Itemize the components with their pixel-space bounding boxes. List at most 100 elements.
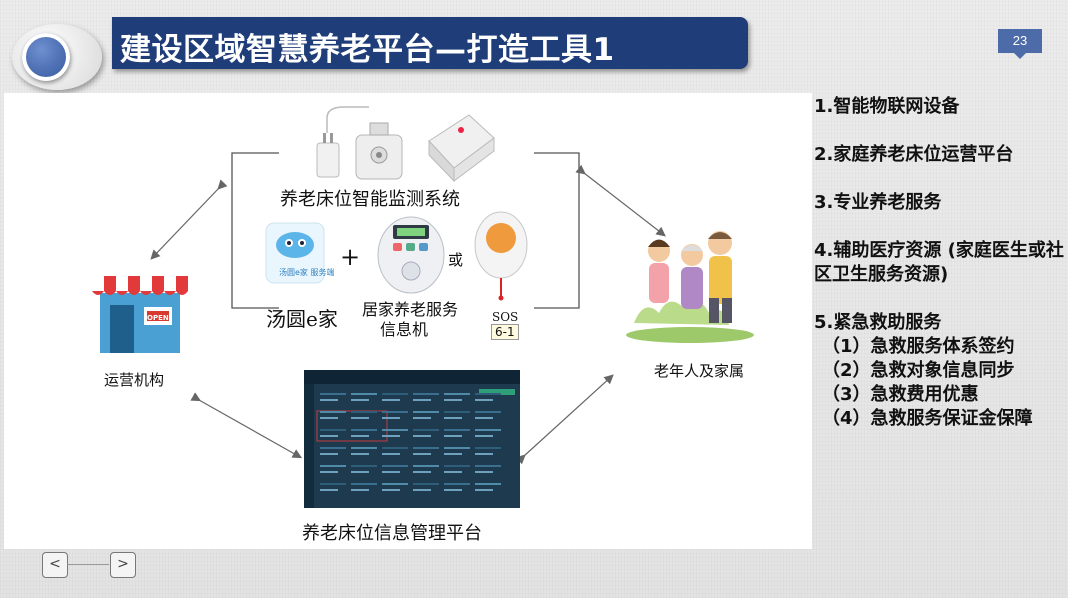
dashboard-cell xyxy=(444,489,462,491)
prev-slide-button[interactable]: < xyxy=(42,552,68,578)
dashboard-cell xyxy=(413,489,431,491)
left-bracket-line xyxy=(231,152,279,309)
dashboard-cell xyxy=(320,393,346,395)
gateway-device-icon xyxy=(428,114,495,183)
sos-text: SOS xyxy=(492,310,519,324)
chevron-right-icon: > xyxy=(117,556,129,572)
dashboard-cell xyxy=(382,471,400,473)
dashboard-cell xyxy=(413,453,431,455)
sos-tag: 6-1 xyxy=(491,324,519,340)
dashboard-cell xyxy=(382,489,400,491)
device-label-line2: 信息机 xyxy=(380,320,429,339)
dashboard-cell xyxy=(444,447,470,449)
monitoring-system-label: 养老床位智能监测系统 xyxy=(274,185,466,211)
list-subitem: （2）急救对象信息同步 xyxy=(822,360,1015,381)
dashboard-cell xyxy=(413,417,431,419)
page-number-badge: 23 xyxy=(998,29,1042,59)
list-subitem: （3）急救费用优惠 xyxy=(822,384,979,405)
list-subitem: （1）急救服务体系签约 xyxy=(822,336,1015,357)
list-item: 4.辅助医疗资源 (家庭医生或社区卫生服务资源) xyxy=(814,240,1064,285)
dashboard-cell xyxy=(413,399,431,401)
title-bar xyxy=(112,17,748,69)
dashboard-cell xyxy=(475,471,493,473)
dashboard-cell xyxy=(413,483,439,485)
dashboard-cell xyxy=(351,465,377,467)
management-dashboard xyxy=(304,370,520,508)
dashboard-cell xyxy=(413,471,431,473)
dashboard-cell xyxy=(444,393,470,395)
dashboard-cell xyxy=(475,399,493,401)
dashboard-cell xyxy=(475,417,493,419)
chevron-left-icon: < xyxy=(49,556,61,572)
dashboard-cell xyxy=(382,411,408,413)
dashboard-cell xyxy=(413,465,439,467)
dashboard-cell xyxy=(444,399,462,401)
dashboard-cell xyxy=(320,453,338,455)
dashboard-cell xyxy=(320,489,338,491)
arrow-operator-platform xyxy=(190,392,303,459)
dashboard-cell xyxy=(413,393,439,395)
dashboard-cell xyxy=(382,447,408,449)
dashboard-cell xyxy=(444,435,462,437)
dashboard-cell xyxy=(475,435,493,437)
next-slide-button[interactable]: > xyxy=(110,552,136,578)
dashboard-cell xyxy=(444,465,470,467)
arrow-monitor-operator xyxy=(150,179,228,260)
dashboard-cell xyxy=(382,483,408,485)
app-label: 汤圆e家 xyxy=(266,307,338,331)
dashboard-cell xyxy=(475,489,493,491)
dashboard-cell xyxy=(351,417,369,419)
dashboard-cell xyxy=(475,465,501,467)
dashboard-cell xyxy=(475,483,501,485)
dashboard-cell xyxy=(320,483,346,485)
feature-list: 1.智能物联网设备 2.家庭养老床位运营平台 3.专业养老服务 4.辅助医疗资源… xyxy=(814,95,1068,431)
sensor-device-icon xyxy=(355,122,403,180)
dashboard-cell xyxy=(382,453,400,455)
dashboard-cell xyxy=(320,471,338,473)
dashboard-cell xyxy=(351,489,369,491)
dashboard-cell xyxy=(475,429,501,431)
dashboard-cell xyxy=(320,447,346,449)
device-label-line1: 居家养老服务 xyxy=(362,300,459,319)
diagram-panel: 养老床位智能监测系统 + 或 汤圆e家 服务端 汤圆e家 居家养老服务 信息机 … xyxy=(4,93,812,549)
dashboard-cell xyxy=(351,447,377,449)
shop-sign: OPEN xyxy=(147,314,169,322)
dashboard-cell xyxy=(413,447,439,449)
dashboard-cell xyxy=(351,483,377,485)
dashboard-cell xyxy=(382,399,400,401)
sos-button-icon xyxy=(474,211,528,301)
operator-label: 运营机构 xyxy=(104,371,165,389)
dashboard-cell xyxy=(320,417,338,419)
dashboard-cells xyxy=(320,393,501,491)
list-item: 1.智能物联网设备 xyxy=(814,96,960,117)
dashboard-cell xyxy=(382,435,400,437)
or-text: 或 xyxy=(448,251,464,269)
right-bracket-line xyxy=(534,152,580,309)
dashboard-cell xyxy=(475,453,493,455)
nav-divider xyxy=(67,564,109,565)
dashboard-cell xyxy=(320,399,338,401)
list-item: 3.专业养老服务 xyxy=(814,192,942,213)
dashboard-cell xyxy=(413,435,431,437)
dashboard-cell xyxy=(320,411,346,413)
elderly-family-illustration xyxy=(626,231,754,343)
app-icon xyxy=(265,222,325,284)
list-item: 5.紧急救助服务 xyxy=(814,312,942,333)
list-subitem: （4）急救服务保证金保障 xyxy=(822,408,1033,429)
dashboard-cell xyxy=(382,465,408,467)
dashboard-cell xyxy=(351,411,377,413)
dashboard-cell xyxy=(351,429,377,431)
dashboard-cell xyxy=(382,417,400,419)
arrow-platform-elderly xyxy=(515,374,614,465)
dashboard-cell xyxy=(320,465,346,467)
charger-device-icon xyxy=(316,106,369,178)
dashboard-cell xyxy=(351,453,369,455)
service-terminal-icon xyxy=(377,216,445,294)
arrow-monitor-elderly xyxy=(575,164,666,237)
dashboard-cell xyxy=(413,411,439,413)
slide-title: 建设区域智慧养老平台—打造工具1 xyxy=(120,32,615,68)
dashboard-cell xyxy=(382,393,408,395)
elderly-label: 老年人及家属 xyxy=(654,362,745,380)
dashboard-cell xyxy=(444,483,470,485)
dashboard-cell xyxy=(475,447,501,449)
